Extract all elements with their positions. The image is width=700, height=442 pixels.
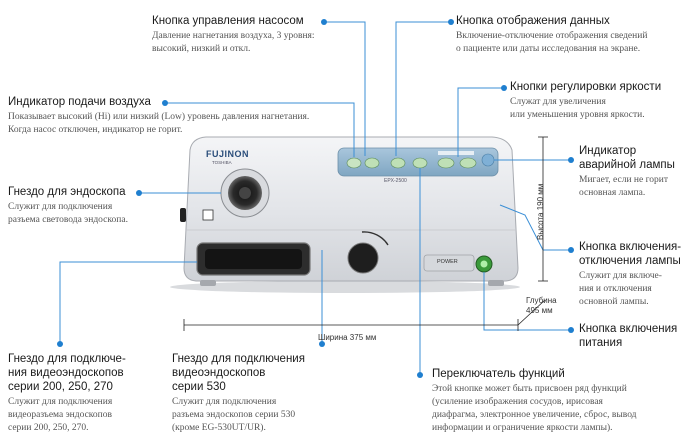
- dot-power: [568, 327, 574, 333]
- dot-pump: [321, 19, 327, 25]
- dot-function: [417, 372, 423, 378]
- brightness-up-shape: [459, 157, 477, 169]
- callout-desc: Мигает, если не горит основная лампа.: [579, 175, 668, 198]
- callout-desc: Показывает высокий (Hi) или низкий (Low)…: [8, 112, 310, 135]
- leader-lines: [59, 21, 570, 375]
- callout-power-button: Кнопка включения питания: [579, 322, 677, 350]
- leader-data: [395, 21, 450, 156]
- callout-desc: Включение-отключение отображения сведени…: [456, 31, 648, 54]
- callout-title: Индикатор подачи воздуха: [8, 96, 151, 108]
- light-source-device: [180, 136, 519, 286]
- brightness-down-shape: [437, 157, 455, 169]
- emergency-lamp-shape: [481, 153, 495, 167]
- video-socket-200-inner: [205, 249, 302, 269]
- callout-function-switch: Переключатель функций Этой кнопке может …: [432, 367, 637, 435]
- dot-video200: [57, 341, 63, 347]
- foot-left: [200, 280, 216, 286]
- rotation-arc: [361, 231, 389, 246]
- brightness-bar: [438, 151, 474, 155]
- foot-right: [488, 280, 504, 286]
- brand-sub: TOSHIBA: [212, 160, 232, 165]
- leader-air: [165, 102, 355, 157]
- callout-desc: Служит для подключения разъема эндоскопо…: [172, 397, 296, 433]
- power-button-light: [480, 260, 488, 268]
- callout-title: Кнопка управления насосом: [152, 15, 304, 27]
- depth-label: Глубина 495 мм: [526, 296, 557, 315]
- callout-endoscope-socket: Гнездо для эндоскопа Служит для подключе…: [8, 185, 128, 227]
- depth-line: [517, 299, 546, 326]
- callout-title: Кнопки регулировки яркости: [510, 81, 662, 93]
- callout-desc: Служат для увеличения или уменьшения уро…: [510, 97, 645, 120]
- leader-video200: [59, 261, 197, 344]
- dot-brightness: [501, 85, 507, 91]
- panel-buttons: [346, 151, 495, 169]
- callout-desc: Этой кнопке может быть присвоен ряд функ…: [432, 384, 637, 433]
- dot-air: [162, 100, 168, 106]
- side-knob: [180, 208, 186, 222]
- video-socket-530: [347, 242, 379, 274]
- dot-data: [448, 19, 454, 25]
- callout-brightness-buttons: Кнопки регулировки яркости Служат для ув…: [510, 80, 661, 122]
- dot-endoscope: [136, 190, 142, 196]
- device-shadow: [170, 281, 520, 293]
- callout-air-indicator: Индикатор подачи воздуха Показывает высо…: [8, 95, 309, 137]
- callout-desc: Служит для включе- ния и отключения осно…: [579, 271, 662, 307]
- dot-lamp: [568, 247, 574, 253]
- brand-logo: FUJINON: [206, 149, 250, 159]
- callout-desc: Давление нагнетания воздуха, 3 уровня: в…: [152, 31, 315, 54]
- dot-video530: [319, 341, 325, 347]
- callout-desc: Служит для подключения видеоразъема эндо…: [8, 397, 113, 433]
- callout-title: Кнопка включения питания: [579, 323, 678, 349]
- callout-video-200: Гнездо для подключе- ния видеоэндоскопов…: [8, 352, 126, 435]
- callout-desc: Служит для подключения разъема световода…: [8, 202, 128, 225]
- callout-title: Кнопка включения- отключения лампы: [579, 241, 682, 267]
- height-label: Высота 190 мм: [536, 183, 545, 240]
- leader-lamp: [499, 204, 570, 251]
- warning-symbol: [202, 209, 214, 221]
- callout-pump-button: Кнопка управления насосом Давление нагне…: [152, 14, 315, 56]
- callout-title: Переключатель функций: [432, 368, 565, 380]
- power-label: POWER: [437, 259, 458, 265]
- leader-power: [483, 272, 570, 331]
- callout-emergency-lamp: Индикатор аварийной лампы Мигает, если н…: [579, 144, 675, 200]
- dimension-lines: [183, 136, 548, 331]
- callout-title: Гнездо для эндоскопа: [8, 186, 126, 198]
- function-button-shape: [412, 157, 428, 169]
- pump-button-shape: [364, 157, 380, 169]
- callout-lamp-button: Кнопка включения- отключения лампы Служи…: [579, 240, 681, 309]
- callout-title: Кнопка отображения данных: [456, 15, 610, 27]
- width-label: Ширина 375 мм: [318, 333, 377, 342]
- data-button-shape: [390, 157, 406, 169]
- dot-emergency: [568, 157, 574, 163]
- callout-title: Гнездо для подключения видеоэндоскопов с…: [172, 353, 305, 393]
- power-plate: [423, 254, 475, 272]
- leader-pump: [325, 21, 366, 156]
- callout-title: Гнездо для подключе- ния видеоэндоскопов…: [8, 353, 126, 393]
- callout-video-530: Гнездо для подключения видеоэндоскопов с…: [172, 352, 305, 435]
- air-indicator-lamp: [346, 157, 362, 169]
- leader-brightness: [457, 87, 503, 157]
- model-label: EPX-2500: [384, 178, 407, 184]
- callout-data-button: Кнопка отображения данных Включение-откл…: [456, 14, 647, 56]
- endoscope-socket-core: [239, 187, 251, 199]
- callout-title: Индикатор аварийной лампы: [579, 145, 675, 171]
- leader-dots: [57, 19, 574, 378]
